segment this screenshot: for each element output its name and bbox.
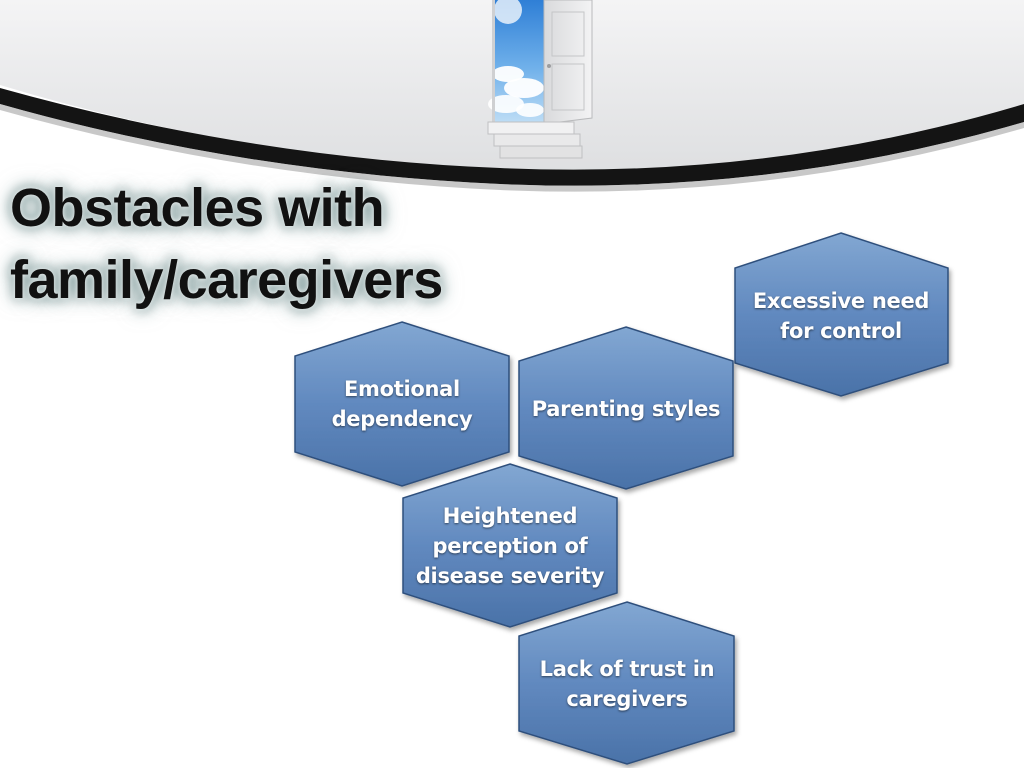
hex-label-line: dependency (331, 407, 473, 431)
hexagon-parenting-styles (518, 326, 734, 490)
hex-label-line: Parenting styles (531, 396, 721, 421)
hex-label-line: Lack of trust in (539, 656, 715, 681)
hexagon-emotional-dependency (294, 321, 510, 487)
hex-label-line: Excessive need (752, 288, 930, 313)
slide-title-line-2: family/caregivers (10, 250, 443, 310)
header-banner (0, 0, 1024, 192)
hex-label-excessive-need-for-control: Excessive need for control (741, 268, 941, 363)
hex-label-line: disease severity (415, 563, 605, 588)
hex-label-line: Heightened (442, 503, 578, 528)
hex-label-line: perception of (432, 533, 588, 558)
open-door-to-sky-icon (487, 0, 593, 159)
slide-title-line-1: Obstacles with (10, 178, 385, 238)
hexagon-excessive-need-for-control (734, 232, 949, 397)
hex-label-line: Emotional (344, 377, 460, 401)
slide-title: Obstacles with family/caregivers (10, 172, 443, 316)
hex-label-parenting-styles: Parenting styles (526, 361, 726, 456)
hexagon-lack-of-trust (518, 601, 735, 765)
hex-label-lack-of-trust: Lack of trust in caregivers (527, 636, 727, 731)
hex-label-emotional-dependency: Emotional dependency (302, 356, 502, 452)
hex-label-line: for control (780, 318, 902, 343)
hex-label-heightened-perception: Heightened perception of disease severit… (410, 498, 610, 593)
hexagon-heightened-perception (402, 463, 618, 628)
hex-label-line: caregivers (566, 686, 688, 711)
